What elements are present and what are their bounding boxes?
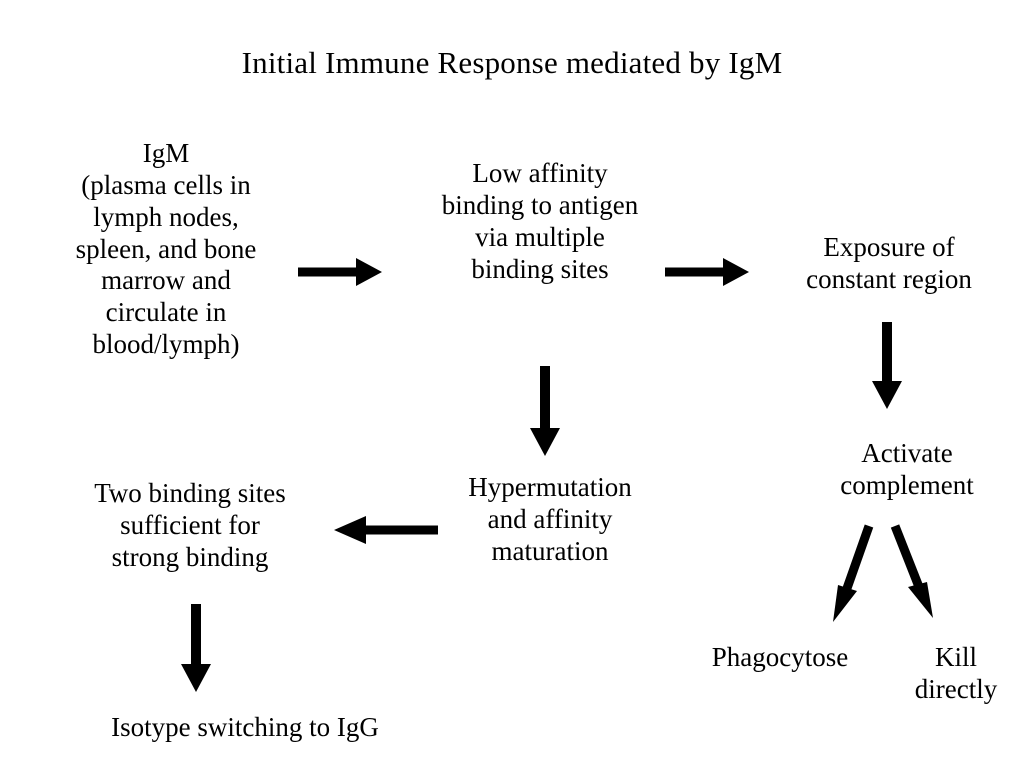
node-activate-complement: Activate complement [840,438,974,500]
arrow-down-icon-two-binding-sites-to-isotype-switching [181,604,211,692]
arrow-diagonal-icon-activate-complement-to-kill-directly [890,524,933,618]
arrow-down-icon-low-affinity-to-hypermutation [530,366,560,456]
arrow-left-icon-hypermutation-to-two-binding-sites [334,516,438,544]
node-isotype-switching: Isotype switching to IgG [111,712,379,742]
node-low-affinity-binding: Low affinity binding to antigen via mult… [441,158,639,284]
node-kill-directly: Kill directly [914,642,998,704]
arrow-down-icon-exposure-to-activate-complement [872,322,902,409]
node-phagocytose: Phagocytose [711,642,849,672]
node-hypermutation-affinity-maturation: Hypermutation and affinity maturation [468,472,632,566]
page-title: Initial Immune Response mediated by IgM [241,45,783,80]
arrow-diagonal-icon-activate-complement-to-phagocytose [833,524,874,622]
node-igm: IgM (plasma cells in lymph nodes, spleen… [75,138,257,360]
node-exposure-constant-region: Exposure of constant region [806,232,972,294]
node-two-binding-sites: Two binding sites sufficient for strong … [94,478,286,572]
arrow-right-icon-igm-to-low-affinity [298,258,382,286]
